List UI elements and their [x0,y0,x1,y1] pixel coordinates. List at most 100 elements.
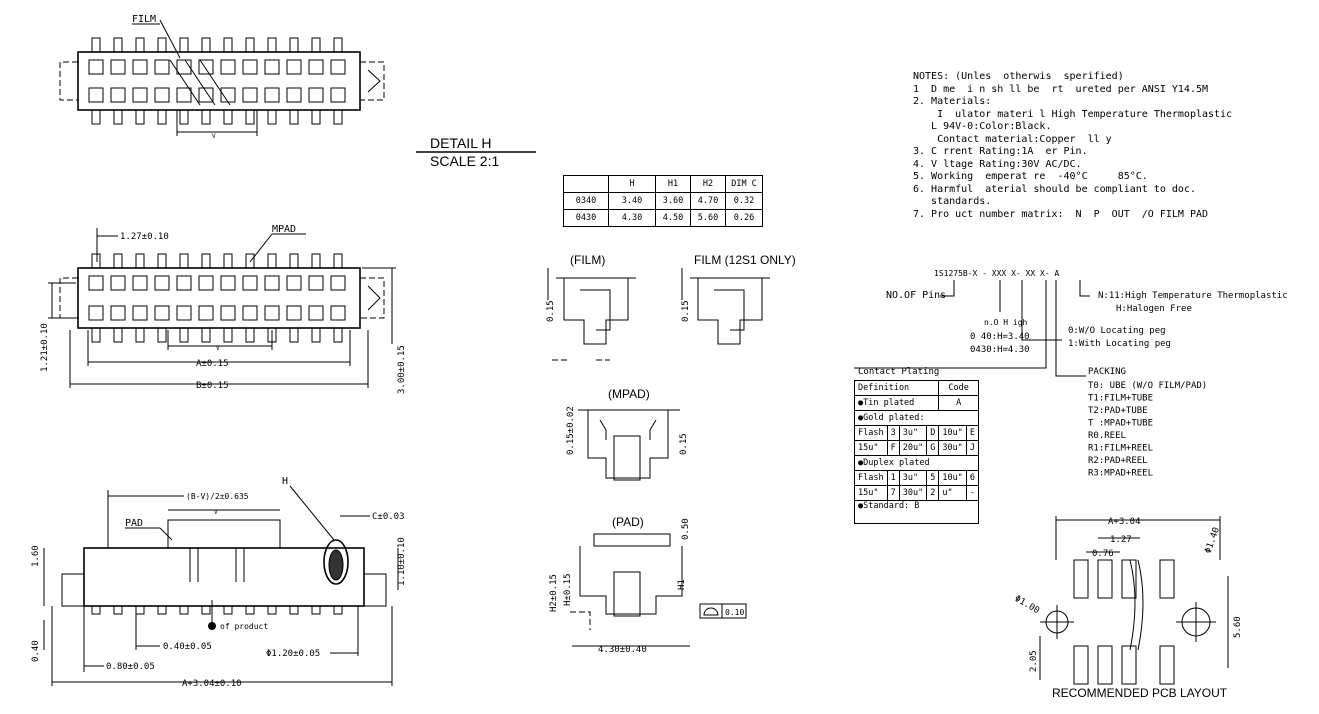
pcb-pad [1097,645,1113,685]
loc-1: 0:W/O Locating peg [1068,326,1166,336]
pin [179,37,189,53]
dim-040-05: 0.40±0.05 [163,642,212,652]
mpad-view-label: (MPAD) [608,387,650,401]
pad-dim-h: H±0.15 [563,573,573,606]
contact-cell [88,87,104,103]
pin [245,109,255,125]
pin [201,253,211,269]
pin [223,37,233,53]
contact-cell [110,275,126,291]
table-cell: 1 [886,470,900,486]
pcb-a304: A+3.04 [1108,517,1141,527]
note-line: L 94V-0:Color:Black. [913,121,1052,132]
pin [245,253,255,269]
contact-cell [308,305,324,321]
dim-bv: (B-V)/2±0.635 [186,492,249,501]
pin [333,605,343,615]
table-row: 0340 3.40 3.60 4.70 0.32 [563,192,763,210]
pin [179,327,189,343]
table-row: 15u" F 20u" G 30u" J [854,440,979,456]
table-cell: 3u" [898,425,928,441]
table-cell: 10u" [938,425,967,441]
dim-a304: A+3.04±0.10 [182,679,242,689]
note-line: 2. Materials: [913,96,992,107]
pin [289,109,299,125]
table-cell: ●Standard: B [854,500,979,524]
pcb-127: 1.27 [1110,535,1132,545]
packing-item: T2:PAD+TUBE [1088,406,1148,416]
contact-cell [330,275,346,291]
loc-2: 1:With Locating peg [1068,339,1171,349]
pin [223,253,233,269]
table-row: 0430 4.30 4.50 5.60 0.26 [563,209,763,227]
contact-cell [286,59,302,75]
note-line: Contact material:Copper ll y [913,133,1112,145]
top-view-body [77,51,361,111]
table-row: H H1 H2 DIM C [563,175,763,193]
table-cell: 7 [886,485,900,501]
contact-cell [154,305,170,321]
flatness-value: 0.10 [725,608,744,617]
contact-cell [242,59,258,75]
contact-cell [132,87,148,103]
pin [157,253,167,269]
table-cell: ●Tin plated [853,395,940,411]
pin-row [88,253,346,343]
table-cell: 3.60 [655,192,691,210]
pin-row [88,37,346,125]
table-row: ●Standard: B [854,500,979,524]
packing-item: T0: UBE (W/O FILM/PAD) [1088,381,1207,391]
table-cell: 3 [886,425,900,441]
table-cell: 0340 [563,192,609,210]
pad-dim-430: 4.30±0.40 [598,645,647,655]
pin [179,605,189,615]
n-line-1: N:11:High Temperature Thermoplastic [1098,291,1288,301]
table-cell: - [965,485,979,501]
contact-cell [286,275,302,291]
contact-cell [154,87,170,103]
pin [91,605,101,615]
table-cell: 0.32 [725,192,763,210]
pin [179,109,189,125]
table-cell: 6 [965,470,979,486]
dim-160: 1.60 [31,545,41,567]
pcb-phi140: Φ1.40 [1203,526,1222,555]
pcb-205: 2.05 [1029,650,1039,672]
contact-cell [176,87,192,103]
mpad-label: MPAD [272,224,296,235]
pcb-076: 0.76 [1092,549,1114,559]
contact-cell [132,275,148,291]
table-cell: 10u" [938,470,967,486]
note-line: standards. [913,196,992,207]
matrix-leaders: 1S1275B-X - XXX X- XX X- A NO.OF Pins N:… [854,269,1288,479]
pin [223,605,233,615]
table-cell: Flash [854,470,888,486]
side-view-body [83,547,365,607]
pin [201,37,211,53]
side-view-pad: H PAD (B-V)/2±0.635 V C±0.03 1.60 0.40 1… [31,476,407,689]
contact-cell [286,305,302,321]
pin [267,37,277,53]
pin [91,253,101,269]
pin [289,253,299,269]
pin [157,37,167,53]
top-view-film: FILM V [59,14,385,140]
pin [179,253,189,269]
contact-cell [110,305,126,321]
contact-cell [242,87,258,103]
contact-cell [132,59,148,75]
detail-h: DETAIL H SCALE 2:1 (FILM) 0.15 FILM (12S… [416,135,796,655]
table-header: H1 [655,175,691,193]
table-cell: ●Gold plated: [854,410,979,426]
pin [135,605,145,615]
dim-c003: C±0.03 [372,512,405,522]
pcb-pad [1121,559,1137,599]
pcb-pad [1159,559,1175,599]
dim-300: 3.00±0.15 [397,345,407,394]
pad-dim-h2: H2±0.15 [549,574,559,612]
table-cell: 20u" [898,440,928,456]
contact-cell [330,305,346,321]
contact-cell [110,59,126,75]
pin [333,109,343,125]
film12-dim: 0.15 [681,300,691,322]
